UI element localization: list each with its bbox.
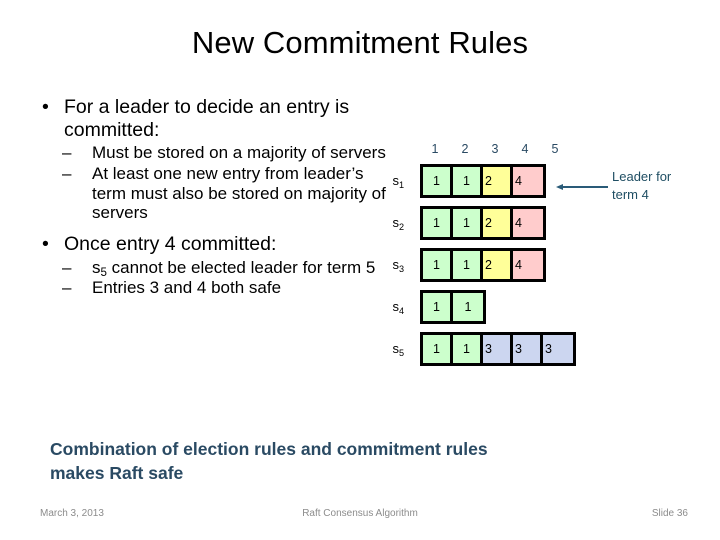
arrow-left-icon [556, 183, 563, 190]
log-entry-cell[interactable]: 1 [453, 335, 483, 363]
sub-bullet-entries-safe: – Entries 3 and 4 both safe [56, 278, 390, 298]
bullet-marker-dash: – [62, 278, 72, 298]
leader-annotation-line2: term 4 [612, 186, 649, 202]
sub-bullet-text: Must be stored on a majority of servers [92, 143, 386, 163]
log-entry-cell[interactable]: 2 [483, 251, 513, 279]
log-entry-cell[interactable]: 4 [513, 251, 543, 279]
bullet-marker-dot: • [42, 96, 49, 118]
arrow-line [562, 186, 608, 188]
log-index-header-3: 3 [491, 142, 499, 156]
leader-annotation: Leader for term 4 [612, 168, 714, 203]
log-entry-cell[interactable]: 1 [423, 251, 453, 279]
bullet-level1-committed: • For a leader to decide an entry is com… [30, 96, 390, 141]
bullet-marker-dash: – [62, 257, 72, 277]
log-index-header-5: 5 [551, 142, 559, 156]
log-entry-cell[interactable]: 1 [453, 209, 483, 237]
leader-arrow [556, 182, 608, 192]
server-label: s5 [392, 341, 404, 358]
bullet-level1-text: Once entry 4 committed: [64, 233, 277, 256]
footer-slide-number: Slide 36 [651, 508, 688, 519]
sub-bullet-subscript: 5 [100, 266, 107, 279]
sub-bullet-text-after: cannot be elected leader for term 5 [106, 257, 376, 277]
sub-bullet-majority-servers: – Must be stored on a majority of server… [56, 143, 390, 163]
log-entry-cell[interactable]: 1 [423, 335, 453, 363]
slide-footer: March 3, 2013 Raft Consensus Algorithm S… [0, 508, 720, 526]
conclusion-text: Combination of election rules and commit… [50, 438, 650, 485]
conclusion-line1: Combination of election rules and commit… [50, 439, 488, 459]
log-entry-cell[interactable]: 2 [483, 167, 513, 195]
bullet-marker-dash: – [62, 163, 72, 183]
footer-title: Raft Consensus Algorithm [302, 508, 418, 519]
log-index-header-4: 4 [521, 142, 529, 156]
server-label: s3 [392, 257, 404, 274]
log-entry-cell[interactable]: 1 [453, 167, 483, 195]
server-label: s4 [392, 299, 404, 316]
log-entry-cell[interactable]: 3 [543, 335, 573, 363]
sub-bullet-list-2: – s5 cannot be elected leader for term 5… [30, 258, 390, 298]
log-entry-cell[interactable]: 1 [453, 251, 483, 279]
sub-bullet-text-before: s [92, 257, 101, 277]
bullet-level1-entry4-committed: • Once entry 4 committed: [30, 233, 390, 256]
sub-bullet-text: Entries 3 and 4 both safe [92, 278, 282, 298]
bullet-marker-dash: – [62, 143, 72, 163]
page-title: New Commitment Rules [191, 25, 529, 60]
log-entry-cell[interactable]: 1 [423, 293, 453, 321]
log-entry-cell[interactable]: 2 [483, 209, 513, 237]
log-entry-cell[interactable]: 1 [453, 293, 483, 321]
sub-bullet-new-entry-leader-term: – At least one new entry from leader’s t… [56, 164, 390, 223]
leader-annotation-line1: Leader for [612, 169, 672, 184]
bullet-content-column: • For a leader to decide an entry is com… [30, 96, 390, 299]
log-entry-cell[interactable]: 4 [513, 209, 543, 237]
sub-bullet-text: At least one new entry from leader’s ter… [92, 163, 386, 223]
server-label: s1 [392, 173, 404, 190]
log-entry-cell[interactable]: 1 [423, 167, 453, 195]
footer-date: March 3, 2013 [40, 508, 104, 519]
sub-bullet-list-1: – Must be stored on a majority of server… [30, 143, 390, 223]
log-index-header-2: 2 [461, 142, 469, 156]
sub-bullet-s5-cannot-be-leader: – s5 cannot be elected leader for term 5 [56, 257, 390, 279]
log-index-header-1: 1 [431, 142, 439, 156]
bullet-level1-text: For a leader to decide an entry is commi… [64, 96, 350, 141]
log-entry-cell[interactable]: 3 [513, 335, 543, 363]
conclusion-line2: makes Raft safe [50, 462, 184, 483]
server-label: s2 [392, 215, 404, 232]
log-entry-cell[interactable]: 3 [483, 335, 513, 363]
bullet-marker-dot: • [42, 233, 49, 256]
log-entry-cell[interactable]: 4 [513, 167, 543, 195]
log-entry-cell[interactable]: 1 [423, 209, 453, 237]
